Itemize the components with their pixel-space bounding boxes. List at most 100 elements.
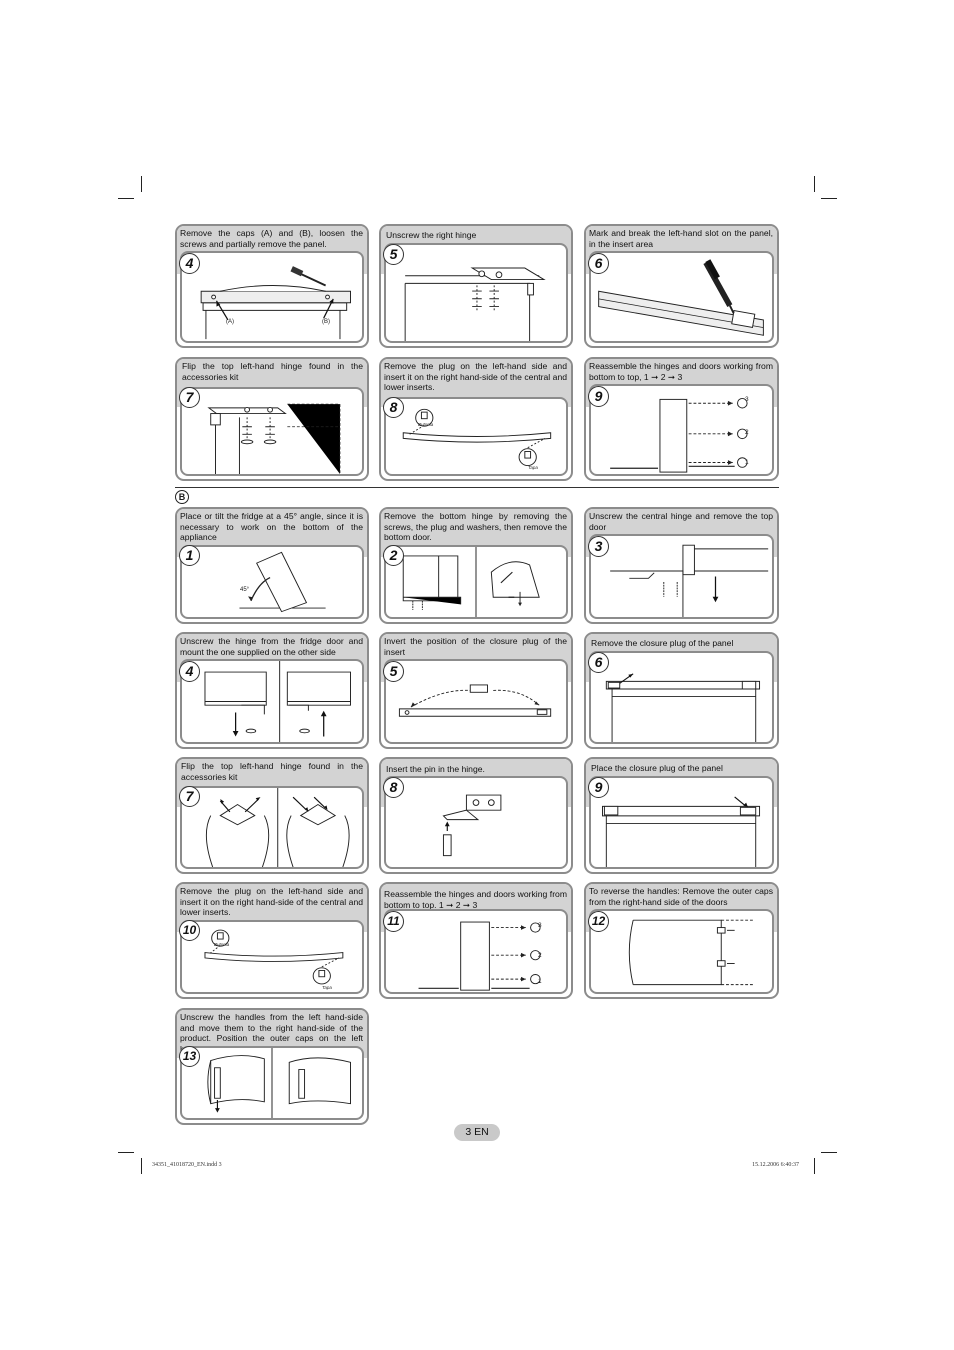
step-illustration: Butonla Tapa	[384, 397, 568, 476]
footer-filename: 34351_41018720_EN.indd 3	[152, 1162, 222, 1168]
step-panel-b6: Remove the closure plug of the panel 6	[584, 632, 779, 749]
label-b: (B)	[322, 319, 330, 325]
step-number: 7	[179, 786, 200, 807]
step-number: 5	[383, 244, 404, 265]
step-number: 2	[383, 545, 404, 566]
step-number: 7	[179, 387, 200, 408]
step-number: 12	[588, 911, 609, 932]
step-illustration: (A) (B)	[180, 251, 364, 343]
crop-mark	[821, 1152, 837, 1153]
marker-1: 1	[538, 978, 542, 985]
step-number: 6	[588, 253, 609, 274]
step-caption: Invert the position of the closure plug …	[384, 636, 567, 657]
step-panel-a9: Reassemble the hinges and doors working …	[584, 357, 779, 481]
step-illustration	[180, 786, 364, 869]
step-panel-b9: Place the closure plug of the panel 9	[584, 757, 779, 874]
plug-swap-illustration	[402, 408, 552, 467]
step-caption: Reassemble the hinges and doors working …	[589, 361, 773, 382]
step-number: 3	[588, 536, 609, 557]
section-divider	[175, 487, 779, 488]
crop-mark	[141, 1158, 142, 1174]
step-number: 9	[588, 386, 609, 407]
plug-label-bottom: Tapa	[528, 465, 538, 470]
marker-3: 3	[745, 396, 749, 403]
step-panel-b8: Insert the pin in the hinge. 8	[379, 757, 573, 874]
step-panel-a5: Unscrew the right hinge 5	[379, 224, 573, 348]
step-illustration	[589, 251, 774, 343]
step-caption: To reverse the handles: Remove the outer…	[589, 886, 773, 907]
plug-swap-illustration	[204, 929, 344, 985]
step-number: 10	[179, 920, 200, 941]
step-panel-a6: Mark and break the left-hand slot on the…	[584, 224, 779, 348]
step-number: 8	[383, 777, 404, 798]
crop-mark	[118, 1152, 134, 1153]
step-caption: Insert the pin in the hinge.	[386, 764, 485, 774]
step-caption: Unscrew the hinge from the fridge door a…	[180, 636, 363, 657]
step-number: 13	[179, 1046, 200, 1067]
step-panel-b5: Invert the position of the closure plug …	[379, 632, 573, 749]
step-number: 6	[588, 652, 609, 673]
plug-label-top: Butonla	[214, 942, 230, 947]
step-panel-b11: Reassemble the hinges and doors working …	[379, 882, 573, 999]
plug-label-top: Butonla	[418, 422, 434, 427]
outer-caps-illustration	[628, 919, 754, 986]
step-illustration	[589, 534, 774, 619]
step-illustration: 3 2 1	[589, 384, 774, 476]
step-panel-b13: Unscrew the handles from the left hand-s…	[175, 1008, 369, 1125]
step-illustration	[384, 776, 568, 869]
reassemble-illustration	[610, 397, 748, 473]
crop-mark	[814, 1158, 815, 1174]
step-panel-b12: To reverse the handles: Remove the outer…	[584, 882, 779, 999]
step-caption: Unscrew the right hinge	[386, 230, 477, 240]
handle-move-illustration	[207, 1048, 351, 1118]
page-number: 3 EN	[454, 1124, 500, 1141]
step-illustration	[589, 909, 774, 994]
hinge-pin-illustration	[442, 794, 502, 857]
marker-2: 2	[745, 429, 749, 436]
step-caption: Place the closure plug of the panel	[591, 763, 723, 773]
step-illustration	[180, 387, 364, 476]
step-panel-b10: Remove the plug on the left-hand side an…	[175, 882, 369, 999]
step-number: 5	[383, 661, 404, 682]
insert-plug-illustration	[398, 684, 552, 717]
crop-mark	[118, 198, 134, 199]
remove-panel-plug-illustration	[605, 673, 761, 742]
step-panel-b7: Flip the top left-hand hinge found in th…	[175, 757, 369, 874]
step-caption: Mark and break the left-hand slot on the…	[589, 228, 773, 249]
step-number: 8	[383, 397, 404, 418]
place-panel-plug-illustration	[602, 796, 761, 867]
right-hinge-illustration	[404, 267, 546, 341]
step-caption: Remove the caps (A) and (B), loosen the …	[180, 228, 363, 249]
step-number: 9	[588, 777, 609, 798]
step-illustration	[589, 776, 774, 869]
step-caption: Remove the plug on the left-hand side an…	[180, 886, 363, 918]
step-caption: Remove the plug on the left-hand side an…	[384, 361, 567, 393]
marker-2: 2	[538, 952, 542, 959]
step-illustration	[589, 651, 774, 744]
step-panel-a4: Remove the caps (A) and (B), loosen the …	[175, 224, 369, 348]
step-illustration	[384, 545, 568, 619]
step-caption: Unscrew the central hinge and remove the…	[589, 511, 773, 532]
door-hinge-swap-illustration	[204, 661, 351, 742]
step-panel-a8: Remove the plug on the left-hand side an…	[379, 357, 573, 481]
central-hinge-illustration	[610, 544, 769, 617]
step-illustration	[180, 1046, 364, 1120]
reassemble-illustration	[418, 921, 541, 991]
step-caption: Flip the top left-hand hinge found in th…	[181, 761, 363, 782]
step-illustration: 45°	[180, 545, 364, 619]
slot-break-illustration	[598, 259, 764, 336]
marker-1: 1	[745, 459, 749, 466]
step-panel-b1: Place or tilt the fridge at a 45° angle,…	[175, 507, 369, 624]
step-panel-b2: Remove the bottom hinge by removing the …	[379, 507, 573, 624]
crop-mark	[814, 176, 815, 192]
step-number: 4	[179, 661, 200, 682]
tilt-fridge-illustration	[239, 551, 326, 613]
step-illustration	[384, 659, 568, 744]
step-illustration: Butonla Tapa	[180, 920, 364, 994]
step-panel-b3: Unscrew the central hinge and remove the…	[584, 507, 779, 624]
crop-mark	[821, 198, 837, 199]
step-number: 4	[179, 253, 200, 274]
step-number: 11	[383, 911, 404, 932]
marker-3: 3	[538, 922, 542, 929]
step-caption: Remove the closure plug of the panel	[591, 638, 734, 648]
